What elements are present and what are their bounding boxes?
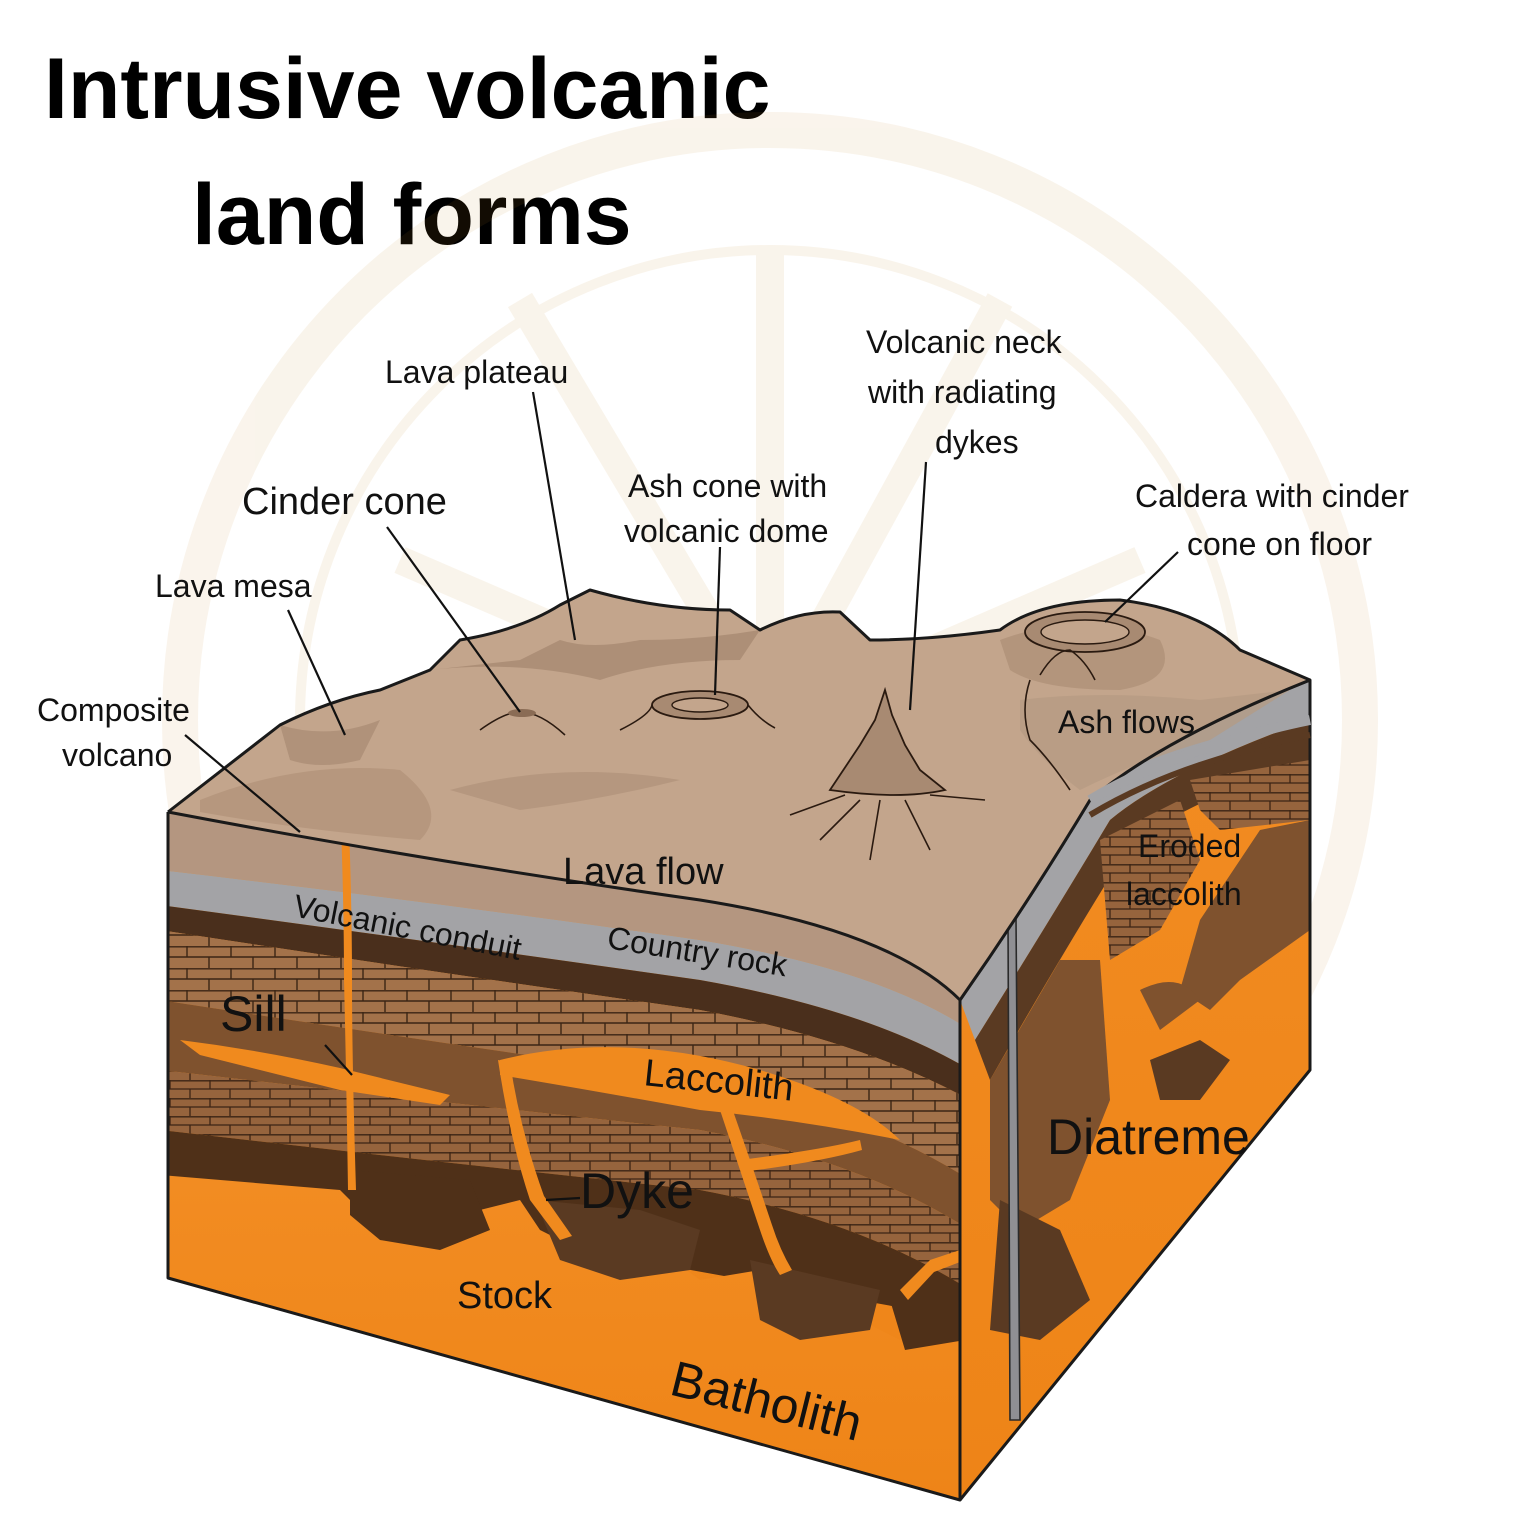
label-sill: Sill <box>220 986 287 1042</box>
label-lava-flow: Lava flow <box>563 851 724 893</box>
label-composite-1: Composite <box>37 692 190 728</box>
label-lava-mesa: Lava mesa <box>155 568 312 604</box>
label-eroded-1: Eroded <box>1138 828 1241 864</box>
label-stock: Stock <box>457 1275 553 1317</box>
label-lava-plateau: Lava plateau <box>385 354 568 390</box>
label-diatreme: Diatreme <box>1047 1109 1250 1165</box>
label-volcanic-neck-3: dykes <box>935 424 1019 460</box>
label-composite-2: volcano <box>62 737 172 773</box>
label-caldera-2: cone on floor <box>1187 526 1372 562</box>
label-eroded-2: laccolith <box>1126 876 1242 912</box>
label-cinder-cone: Cinder cone <box>242 481 447 523</box>
label-ash-cone-2: volcanic dome <box>624 513 829 549</box>
label-ash-cone-1: Ash cone with <box>628 468 827 504</box>
label-ash-flows: Ash flows <box>1058 704 1195 740</box>
label-volcanic-neck-1: Volcanic neck <box>866 324 1063 360</box>
label-caldera-1: Caldera with cinder <box>1135 478 1409 514</box>
label-volcanic-neck-2: with radiating <box>867 374 1057 410</box>
label-dyke: Dyke <box>580 1163 694 1219</box>
